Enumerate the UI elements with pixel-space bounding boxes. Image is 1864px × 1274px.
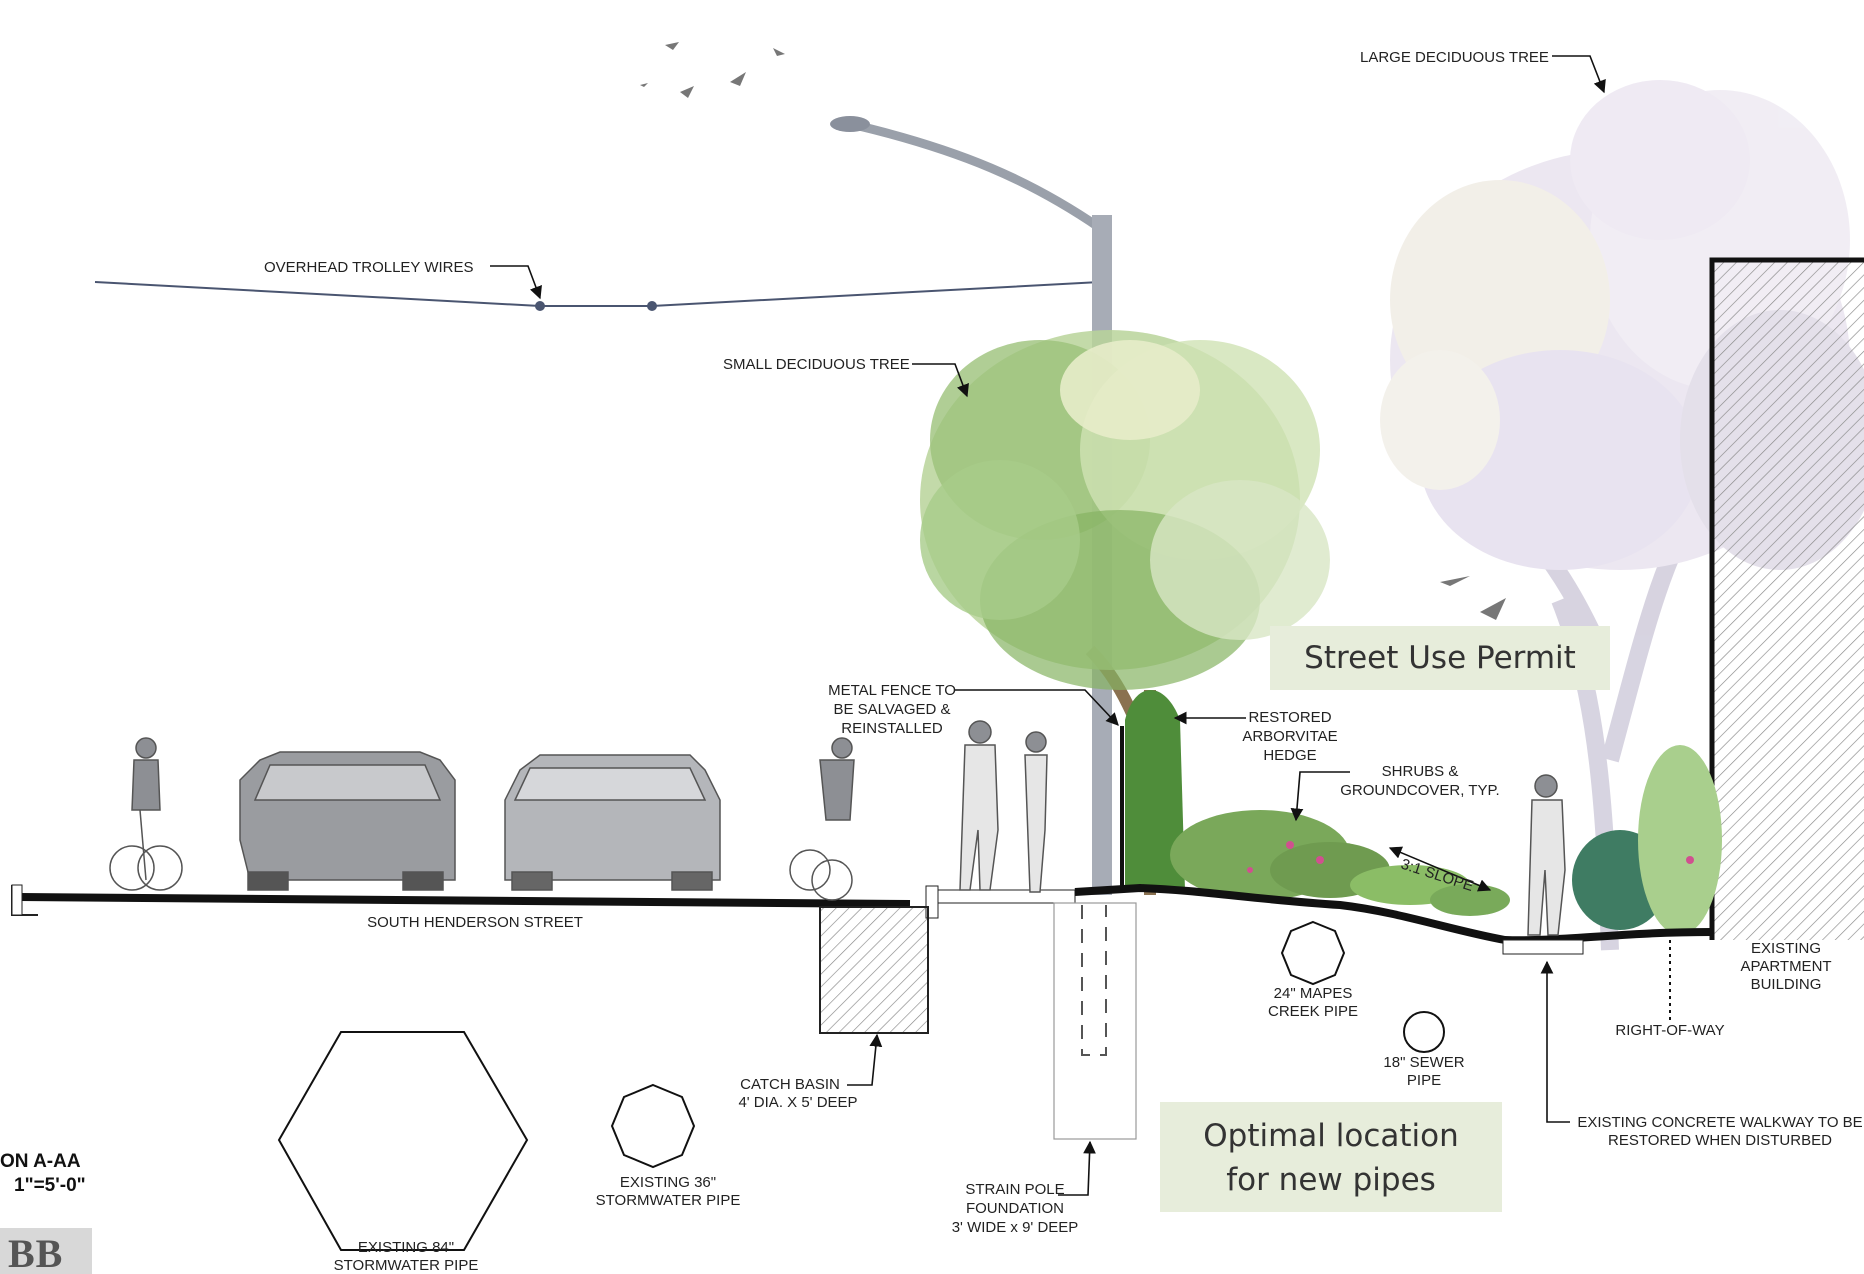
car-left bbox=[239, 751, 456, 891]
label-strain-pole-1: STRAIN POLE bbox=[965, 1181, 1064, 1198]
label-small-tree: SMALL DECIDUOUS TREE bbox=[723, 356, 910, 373]
section-title-name: ON A-AA bbox=[0, 1151, 81, 1172]
label-shrubs-1: SHRUBS & bbox=[1382, 763, 1459, 780]
label-trolley-wires: OVERHEAD TROLLEY WIRES bbox=[264, 259, 474, 276]
label-pipe-84-1: EXISTING 84" bbox=[358, 1239, 454, 1256]
label-hedge-2: ARBORVITAE bbox=[1242, 728, 1337, 745]
pedestrian-walkway bbox=[1527, 774, 1566, 936]
optimal-location-line1: Optimal location bbox=[1203, 1118, 1459, 1154]
label-hedge-3: HEDGE bbox=[1263, 747, 1316, 764]
label-apartment-3: BUILDING bbox=[1751, 976, 1822, 993]
label-pipe-84-2: STORMWATER PIPE bbox=[334, 1257, 479, 1274]
label-pipe-36-2: STORMWATER PIPE bbox=[596, 1192, 741, 1209]
section-title-scale: 1"=5'-0" bbox=[14, 1175, 86, 1196]
strain-pole-foundation bbox=[1053, 902, 1137, 1140]
street-use-permit-text: Street Use Permit bbox=[1304, 640, 1576, 676]
label-sewer-1: 18" SEWER bbox=[1383, 1054, 1464, 1071]
apartment-building bbox=[1709, 257, 1864, 940]
label-large-tree: LARGE DECIDUOUS TREE bbox=[1360, 49, 1549, 66]
car-right bbox=[504, 754, 721, 891]
pipe-36-inch bbox=[610, 1083, 696, 1169]
ground-profile bbox=[11, 883, 1713, 955]
label-mapes-1: 24" MAPES bbox=[1274, 985, 1353, 1002]
label-strain-pole-2: FOUNDATION bbox=[966, 1200, 1064, 1217]
label-right-of-way: RIGHT-OF-WAY bbox=[1615, 1022, 1724, 1039]
street-use-permit-callout: Street Use Permit bbox=[1270, 626, 1610, 690]
trolley-wires bbox=[94, 281, 1101, 311]
pipe-18-inch-sewer bbox=[1403, 1011, 1445, 1053]
pedestrians-couple bbox=[959, 720, 1048, 893]
cyclist-left bbox=[109, 737, 183, 891]
label-strain-pole-3: 3' WIDE x 9' DEEP bbox=[952, 1219, 1079, 1236]
label-catch-basin-1: CATCH BASIN bbox=[740, 1076, 840, 1093]
street-users bbox=[109, 720, 1566, 936]
pipe-84-inch bbox=[277, 1031, 529, 1251]
label-pipe-36-1: EXISTING 36" bbox=[620, 1174, 716, 1191]
label-mapes-2: CREEK PIPE bbox=[1268, 1003, 1358, 1020]
label-shrubs-2: GROUNDCOVER, TYP. bbox=[1340, 782, 1499, 799]
label-apartment-2: APARTMENT bbox=[1740, 958, 1831, 975]
firm-logo-text: BB bbox=[8, 1231, 64, 1274]
planting-bed bbox=[1125, 690, 1722, 935]
firm-logo: BB bbox=[0, 1228, 92, 1274]
optimal-location-callout: Optimal location for new pipes bbox=[1160, 1102, 1502, 1212]
label-metal-fence-2: BE SALVAGED & bbox=[834, 701, 951, 718]
label-walkway-1: EXISTING CONCRETE WALKWAY TO BE bbox=[1577, 1114, 1862, 1131]
pipe-24-inch-mapes bbox=[1280, 920, 1346, 986]
catch-basin bbox=[819, 906, 929, 1034]
label-sewer-2: PIPE bbox=[1407, 1072, 1441, 1089]
label-metal-fence-1: METAL FENCE TO bbox=[828, 682, 956, 699]
label-apartment-1: EXISTING bbox=[1751, 940, 1821, 957]
label-catch-basin-2: 4' DIA. X 5' DEEP bbox=[738, 1094, 857, 1111]
birds-group bbox=[640, 42, 1506, 620]
label-street: SOUTH HENDERSON STREET bbox=[367, 914, 583, 931]
section-title: ON A-AA 1"=5'-0" bbox=[0, 1150, 86, 1198]
leader-lines bbox=[490, 55, 1606, 1196]
label-walkway-2: RESTORED WHEN DISTURBED bbox=[1608, 1132, 1832, 1149]
label-metal-fence-3: REINSTALLED bbox=[841, 720, 943, 737]
label-hedge-1: RESTORED bbox=[1248, 709, 1331, 726]
small-deciduous-tree bbox=[920, 330, 1330, 895]
cyclist-right bbox=[789, 737, 855, 901]
optimal-location-line2: for new pipes bbox=[1226, 1162, 1436, 1198]
